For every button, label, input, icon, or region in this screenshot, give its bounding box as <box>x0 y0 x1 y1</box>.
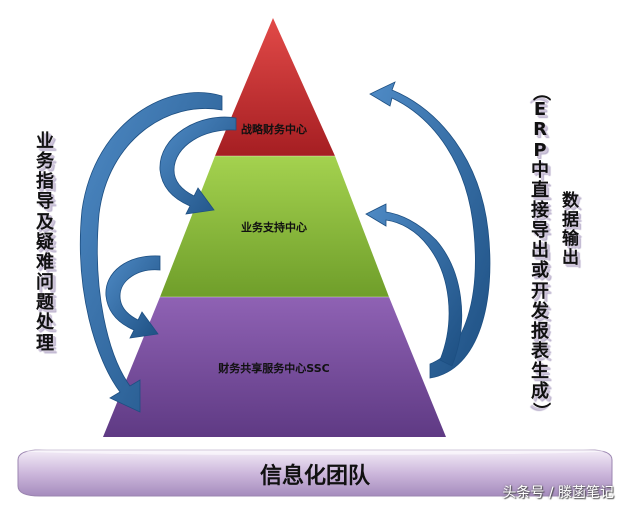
vertical-char: R <box>533 119 547 141</box>
vertical-char: 成 <box>531 381 549 403</box>
left-side-text: 业务指导及疑难问题处理 <box>36 131 54 354</box>
vertical-char: P <box>533 139 547 161</box>
vertical-char: 直 <box>531 179 549 201</box>
vertical-char: 出 <box>531 240 549 262</box>
vertical-char: 理 <box>36 332 54 354</box>
vertical-char: 发 <box>531 300 549 322</box>
vertical-char: 导 <box>36 191 54 213</box>
base-label: 信息化团队 <box>259 464 370 489</box>
vertical-char: 输 <box>562 229 579 250</box>
vertical-char: 中 <box>531 159 549 181</box>
base-label-wrap: 信息化团队 <box>18 452 612 496</box>
vertical-char: 数 <box>562 191 579 211</box>
pyramid-tier-middle <box>160 156 389 297</box>
watermark: 头条号 / 滕菡笔记 <box>502 485 614 501</box>
base-bar <box>17 447 613 497</box>
vertical-char: 及 <box>36 211 54 233</box>
vertical-char: 或 <box>531 260 549 282</box>
vertical-char: 题 <box>36 292 54 314</box>
vertical-char: 务 <box>36 151 54 173</box>
left-bottom-arrow <box>105 255 161 339</box>
vertical-char: （ <box>530 83 552 102</box>
vertical-char: 难 <box>36 251 54 273</box>
vertical-char: ） <box>530 401 552 420</box>
vertical-char: 指 <box>36 171 54 193</box>
vertical-char: 疑 <box>36 231 54 253</box>
vertical-char: 出 <box>562 248 579 269</box>
top-tier-label: 战略财务中心 <box>241 122 307 136</box>
vertical-char: 问 <box>36 272 54 294</box>
vertical-char: 业 <box>36 131 54 152</box>
left-outer-arrow <box>79 92 223 413</box>
right-middle-arrow <box>365 203 463 367</box>
left-middle-arrow <box>159 116 237 215</box>
vertical-char: 处 <box>36 312 54 334</box>
left-arrows <box>79 92 237 413</box>
bottom-tier-label: 财务共享服务中心SSC <box>217 361 329 375</box>
right-outer-arrow <box>369 81 491 379</box>
vertical-char: 开 <box>531 280 549 302</box>
vertical-char: 接 <box>531 199 549 221</box>
vertical-char: 表 <box>531 341 549 363</box>
vertical-char: 报 <box>531 320 549 342</box>
vertical-char: 生 <box>531 361 549 383</box>
vertical-char: 导 <box>531 220 549 242</box>
vertical-char: 据 <box>562 210 579 231</box>
vertical-char: E <box>533 99 547 121</box>
right-arrows <box>365 81 491 379</box>
middle-tier-label: 业务支持中心 <box>241 220 307 234</box>
pyramid-tier-top <box>215 18 335 156</box>
right-side-data-text: 数据输出 <box>562 191 579 269</box>
pyramid-tier-bottom <box>103 297 446 437</box>
